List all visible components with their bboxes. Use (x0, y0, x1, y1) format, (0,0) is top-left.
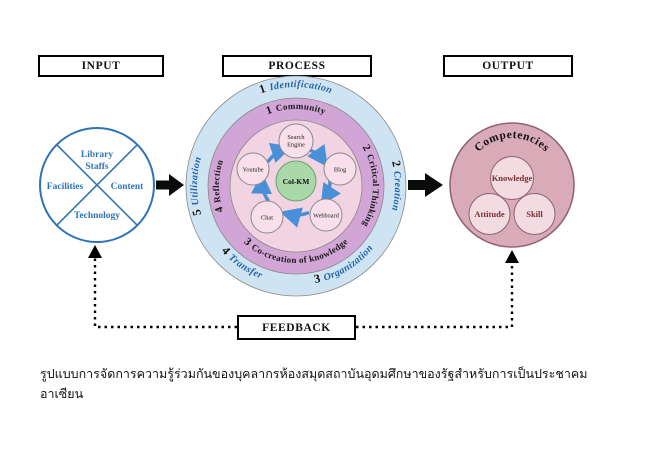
arrow-shape (408, 173, 443, 197)
process-to-output-arrow (408, 173, 443, 197)
feedback-arrowhead-output (505, 250, 519, 263)
tool-circle-youtube (236, 152, 270, 186)
input-segment-library-staffs-2: Staffs (85, 162, 109, 172)
stage-number: 1 (264, 104, 273, 117)
tool-circle-webboard (309, 198, 343, 232)
center-circle-colkm (275, 160, 317, 202)
tool-label-search: Search (287, 134, 305, 141)
output-circle-diagram: Competencies Knowledge Attitude Skill (449, 122, 575, 248)
output-sub-skill (513, 193, 556, 235)
tool-circle-chat (250, 200, 284, 234)
flow-arrow (279, 207, 310, 228)
output-sub-knowledge (490, 156, 534, 200)
tool-label-chat: Chat (261, 215, 273, 222)
tool-circle-search-engine (278, 123, 314, 159)
feedback-box: FEEDBACK (237, 315, 356, 340)
tool-label-blog: Blog (334, 167, 347, 174)
process-header-label: PROCESS (268, 60, 326, 72)
stage-label: Creation (389, 170, 403, 212)
tool-label-engine: Engine (287, 142, 305, 149)
input-to-process-arrow (156, 174, 184, 196)
arrow-shape (156, 174, 184, 196)
input-segment-content: Content (111, 182, 145, 192)
stage-number: 5 (189, 208, 204, 217)
figure-caption: รูปแบบการจัดการความรู้ร่วมกันของบุคลากรห… (40, 367, 588, 401)
input-segment-library-staffs: Library (81, 150, 113, 160)
stage-number: 1 (257, 81, 267, 96)
output-label-skill: Skill (526, 209, 543, 219)
stage-number: 2 (389, 159, 404, 168)
input-divider-line (56, 144, 138, 226)
tool-circle-blog (323, 152, 357, 186)
input-header-box: INPUT (38, 55, 164, 77)
center-label-colkm: Col-KM (283, 177, 310, 186)
stage-number: 3 (313, 271, 322, 286)
output-header-box: OUTPUT (443, 55, 573, 77)
output-header-label: OUTPUT (482, 60, 534, 72)
output-label-knowledge: Knowledge (492, 173, 533, 183)
feedback-label: FEEDBACK (262, 321, 331, 334)
output-sub-attitude (468, 193, 511, 235)
input-segment-technology: Technology (74, 211, 120, 221)
input-header-label: INPUT (81, 60, 121, 72)
stage-number: 2 (360, 143, 373, 154)
tool-label-webboard: Webboard (313, 213, 340, 220)
input-segment-facilities: Facilities (47, 182, 84, 192)
tool-label-youtube: Youtube (242, 167, 263, 174)
input-circle-diagram: Library Staffs Facilities Content Techno… (39, 127, 155, 243)
outer-stage-utilization: 5 Utilization (189, 155, 204, 217)
output-label-attitude: Attitude (474, 209, 504, 219)
stage-number: 4 (213, 205, 226, 214)
stage-label: Utilization (189, 155, 204, 206)
